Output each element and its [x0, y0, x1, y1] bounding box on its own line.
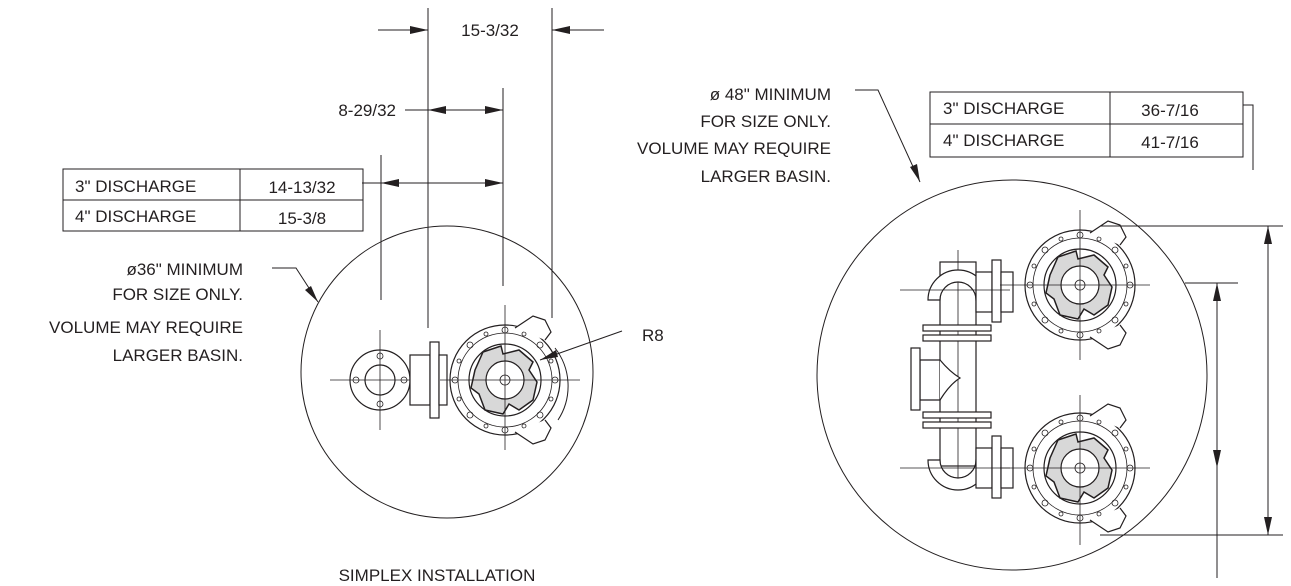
svg-text:ø 48" MINIMUM: ø 48" MINIMUM — [710, 85, 831, 104]
duplex-basin-note: ø 48" MINIMUM FOR SIZE ONLY. VOLUME MAY … — [637, 85, 831, 186]
svg-text:FOR SIZE ONLY.: FOR SIZE ONLY. — [112, 285, 243, 304]
duplex-table-row2-label: 4" DISCHARGE — [943, 131, 1064, 150]
duplex-table-row1-label: 3" DISCHARGE — [943, 99, 1064, 118]
simplex-radius-label: R8 — [642, 326, 664, 345]
svg-text:VOLUME MAY REQUIRE: VOLUME MAY REQUIRE — [637, 139, 831, 158]
simplex-dim-top: 15-3/32 — [461, 21, 519, 40]
duplex-discharge-table: 3" DISCHARGE 36-7/16 4" DISCHARGE 41-7/1… — [929, 91, 1244, 158]
simplex-discharge-table: 3" DISCHARGE 14-13/32 4" DISCHARGE 15-3/… — [62, 168, 364, 232]
simplex-basin-circle — [300, 225, 594, 519]
simplex-table-row2-label: 4" DISCHARGE — [75, 207, 196, 226]
duplex-discharge-piping — [900, 250, 1014, 499]
svg-text:FOR SIZE ONLY.: FOR SIZE ONLY. — [700, 112, 831, 131]
simplex-discharge-flange — [330, 330, 448, 430]
duplex-basin-circle — [816, 179, 1208, 571]
duplex-view: 3" DISCHARGE 36-7/16 4" DISCHARGE 41-7/1… — [637, 85, 1283, 578]
simplex-table-row1-label: 3" DISCHARGE — [75, 177, 196, 196]
simplex-basin-note: ø36" MINIMUM FOR SIZE ONLY. VOLUME MAY R… — [49, 260, 243, 365]
duplex-table-row1-value: 36-7/16 — [1141, 101, 1199, 120]
simplex-dim-mid: 8-29/32 — [338, 101, 396, 120]
simplex-table-row2-value: 15-3/8 — [278, 209, 326, 228]
simplex-radius-arc — [554, 347, 569, 421]
simplex-view: 15-3/32 8-29/32 3" DISCHARGE 14-13/32 4"… — [49, 8, 664, 585]
svg-text:LARGER BASIN.: LARGER BASIN. — [701, 167, 831, 186]
simplex-caption: SIMPLEX INSTALLATION — [339, 566, 536, 585]
svg-text:ø36" MINIMUM: ø36" MINIMUM — [126, 260, 243, 279]
svg-text:LARGER BASIN.: LARGER BASIN. — [113, 346, 243, 365]
simplex-table-row1-value: 14-13/32 — [268, 178, 335, 197]
svg-text:VOLUME MAY REQUIRE: VOLUME MAY REQUIRE — [49, 318, 243, 337]
duplex-table-row2-value: 41-7/16 — [1141, 133, 1199, 152]
